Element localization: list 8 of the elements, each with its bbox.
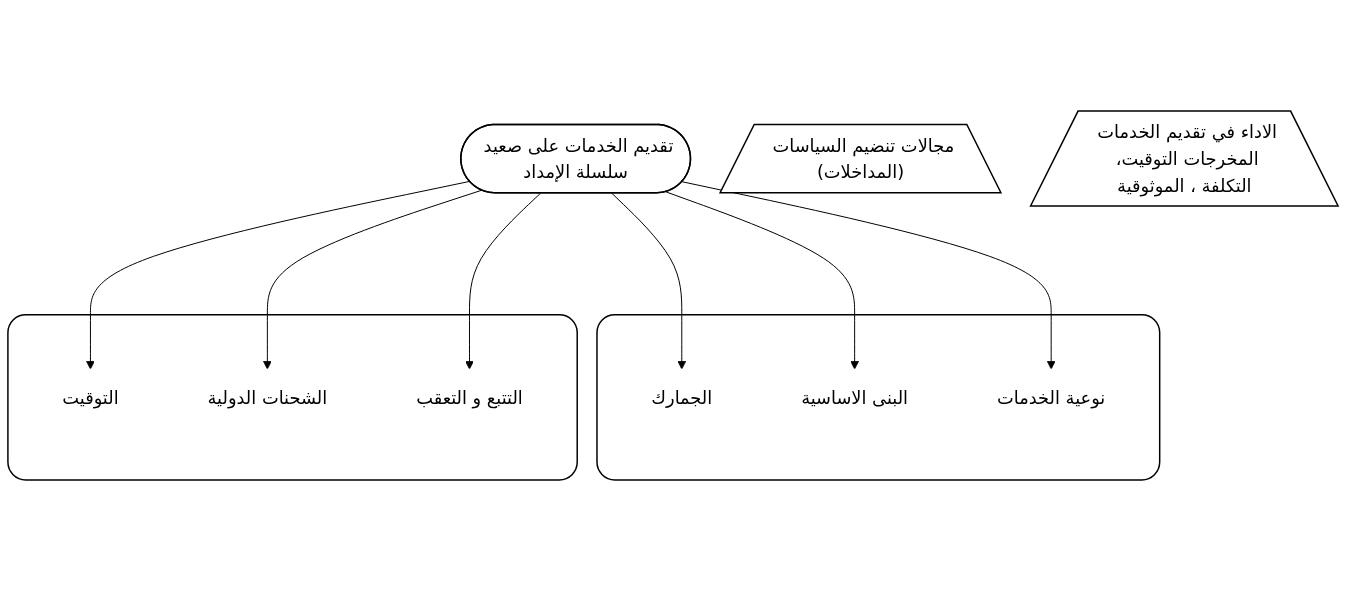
cluster xyxy=(596,314,1161,481)
node-text: الشحنات الدولية xyxy=(207,386,328,408)
node-text: التتبع و التعقب xyxy=(416,386,523,408)
node-text: نوعية الخدمات xyxy=(997,386,1106,408)
node-text: البنى الاساسية xyxy=(801,386,909,408)
cluster xyxy=(7,314,578,481)
node-text: التوقيت xyxy=(62,386,119,408)
node-text: الجمارك xyxy=(651,386,713,408)
